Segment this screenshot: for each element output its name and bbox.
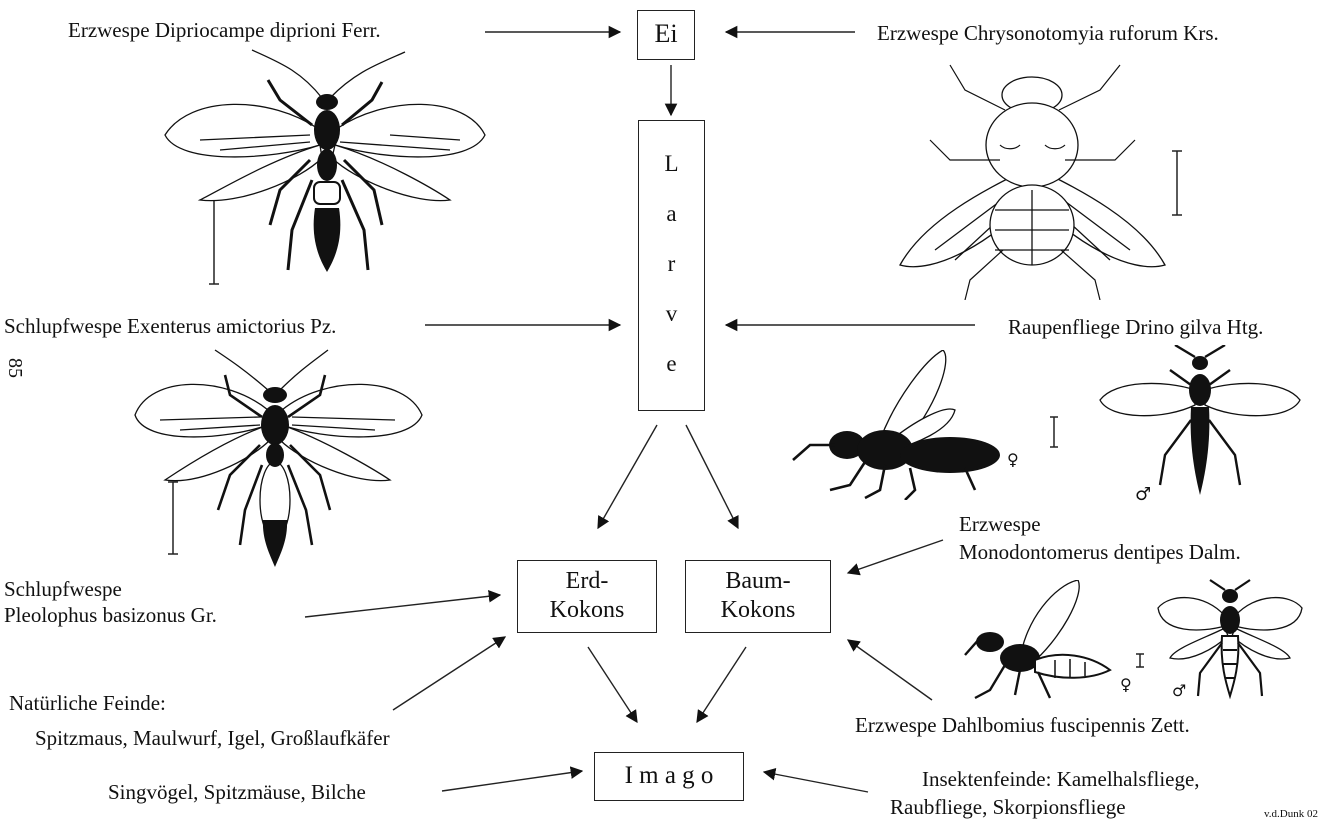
tree-cocoons-line: Kokons <box>686 596 830 625</box>
dahlbomius-female-illustration: ♀ <box>960 580 1140 705</box>
label-natural-enemies-list: Spitzmaus, Maulwurf, Igel, Großlaufkäfer <box>35 725 390 751</box>
label-chrysonotomyia: Erzwespe Chrysonotomyia ruforum Krs. <box>877 20 1219 46</box>
arrow-larva-to-tree-cocoons <box>686 425 738 528</box>
larva-letter: L <box>639 151 704 201</box>
larva-letter: a <box>639 201 704 251</box>
imago-box: I m a g o <box>594 752 744 801</box>
label-exenterus: Schlupfwespe Exenterus amictorius Pz. <box>4 313 336 339</box>
arrow-tree-cocoons-to-imago <box>697 647 746 722</box>
dahlbomius-male-illustration: ♂ <box>1150 578 1310 703</box>
tree-cocoons-box: Baum- Kokons <box>685 560 831 633</box>
arrow-earth-cocoons-to-imago <box>588 647 637 722</box>
scale-bar-drino <box>1050 417 1058 447</box>
earth-cocoons-box: Erd- Kokons <box>517 560 657 633</box>
arrow-natural-to-earth-cocoons <box>393 637 505 710</box>
imago-label: I m a g o <box>595 753 743 798</box>
label-birds: Singvögel, Spitzmäuse, Bilche <box>108 779 366 805</box>
male-symbol: ♂ <box>1172 681 1186 700</box>
larva-letter: e <box>639 351 704 401</box>
drino-male-illustration: ♂ <box>1095 345 1305 505</box>
egg-box: Ei <box>637 10 695 60</box>
scale-bar-chrysonotomyia <box>1172 151 1182 215</box>
label-insect-enemies-1: Insektenfeinde: Kamelhalsfliege, <box>922 766 1200 792</box>
arrow-insects-to-imago <box>764 772 868 792</box>
larva-letter: r <box>639 251 704 301</box>
earth-cocoons-line: Erd- <box>518 567 656 596</box>
author-signature: v.d.Dunk 02 <box>1264 807 1318 821</box>
dipriocampe-wasp-illustration <box>160 40 490 280</box>
label-pleolophus-1: Schlupfwespe <box>4 576 122 602</box>
chrysonotomyia-illustration <box>895 50 1170 300</box>
larva-box: L a r v e <box>638 120 705 411</box>
arrow-larva-to-earth-cocoons <box>598 425 657 528</box>
arrow-monodontomerus-to-tree-cocoons <box>848 540 943 573</box>
male-symbol: ♂ <box>1135 484 1151 505</box>
egg-label: Ei <box>638 11 694 57</box>
label-dahlbomius: Erzwespe Dahlbomius fuscipennis Zett. <box>855 712 1190 738</box>
label-pleolophus-2: Pleolophus basizonus Gr. <box>4 602 217 628</box>
label-drino: Raupenfliege Drino gilva Htg. <box>1008 314 1263 340</box>
tree-cocoons-line: Baum- <box>686 567 830 596</box>
earth-cocoons-line: Kokons <box>518 596 656 625</box>
larva-letter: v <box>639 301 704 351</box>
arrow-dahlbomius-to-tree-cocoons <box>848 640 932 700</box>
label-monodontomerus-2: Monodontomerus dentipes Dalm. <box>959 539 1241 565</box>
page-number: 85 <box>2 358 28 378</box>
label-insect-enemies-2: Raubfliege, Skorpionsfliege <box>890 794 1126 820</box>
drino-female-illustration: ♀ <box>785 350 1020 500</box>
label-monodontomerus-1: Erzwespe <box>959 511 1041 537</box>
exenterus-wasp-illustration <box>130 345 430 570</box>
female-symbol: ♀ <box>1007 450 1019 469</box>
arrow-birds-to-imago <box>442 771 582 791</box>
female-symbol: ♀ <box>1120 675 1132 694</box>
label-natural-enemies: Natürliche Feinde: <box>9 690 166 716</box>
arrow-pleolophus-to-earth-cocoons <box>305 595 500 617</box>
